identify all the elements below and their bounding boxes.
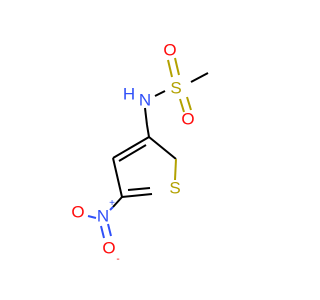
- molecule-structure: O S O H N S N + O O -: [71, 41, 209, 266]
- bond-n-o-left: [87, 215, 97, 219]
- bond-s-n: [154, 90, 166, 97]
- bond-n-c3: [144, 107, 148, 126]
- bond-c5-n-nitro-blue: [109, 206, 114, 211]
- bond-c4-c5: [112, 157, 123, 198]
- bonds: [87, 57, 209, 239]
- atom-o-nitro-bottom: O: [102, 239, 115, 258]
- atom-o-top: O: [163, 41, 176, 60]
- atom-labels: O S O H N S N + O O -: [71, 41, 194, 266]
- bond-methyl-s: [190, 72, 209, 83]
- atom-h-amine: H: [123, 85, 135, 104]
- atom-s-sulfonyl: S: [170, 79, 181, 98]
- bond-n-c3-dark: [146, 124, 150, 138]
- bond-c3-c2: [148, 136, 177, 160]
- bond-c5-s-inner: [127, 187, 151, 191]
- charge-o-nitro: -: [116, 254, 119, 265]
- bond-c5-s-outer: [121, 193, 153, 198]
- bond-s-o-right-1: [179, 98, 185, 113]
- bond-s-o-top-2: [174, 57, 180, 76]
- atom-n-nitro: N: [97, 207, 109, 226]
- bond-c3-c4: [112, 136, 150, 159]
- bond-c2-s: [174, 158, 177, 181]
- bond-c3-c4-inner: [118, 144, 147, 162]
- atom-n-amine: N: [139, 91, 151, 110]
- bond-n-o-bottom-1: [100, 225, 105, 239]
- bond-s-o-top-1: [167, 59, 173, 78]
- bond-c5-n-nitro: [112, 196, 123, 208]
- bond-n-o-bottom-2: [107, 223, 112, 237]
- bond-s-o-right-2: [186, 96, 192, 111]
- charge-n-nitro: +: [109, 198, 115, 209]
- atom-s-ring: S: [169, 179, 180, 198]
- atom-o-right: O: [181, 110, 194, 129]
- atom-o-nitro-left: O: [71, 203, 84, 222]
